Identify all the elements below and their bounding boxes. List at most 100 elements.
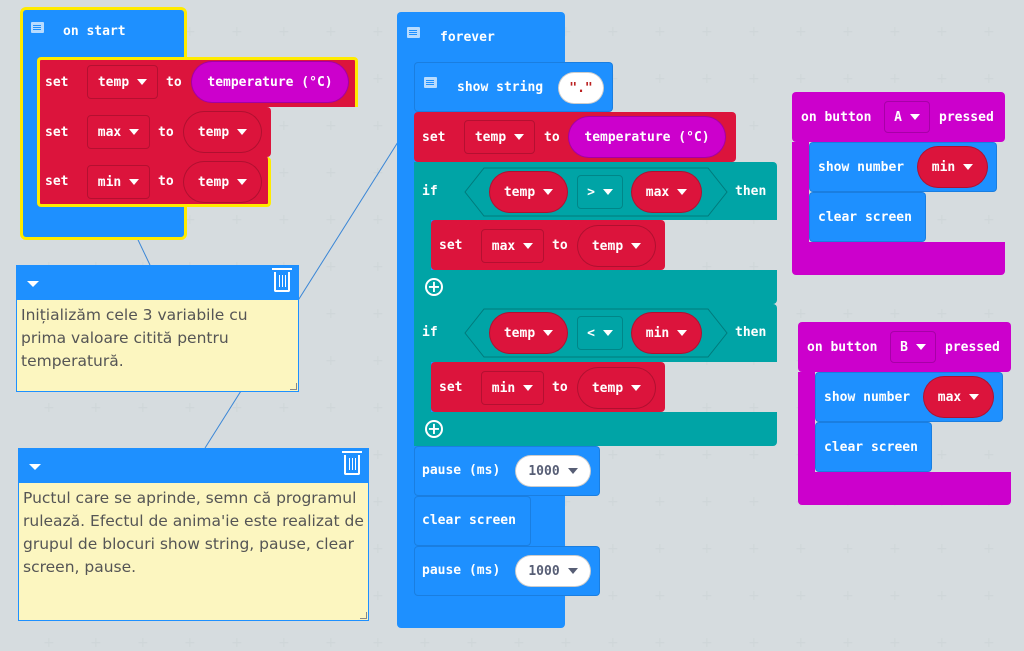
clear-screen-block[interactable] (815, 422, 932, 472)
comment-text[interactable]: Puctul care se aprinde, semn că programu… (23, 489, 364, 576)
trash-icon[interactable] (342, 451, 362, 475)
grid-mark: + (701, 541, 713, 557)
to-keyword: to (166, 75, 182, 90)
button-dropdown[interactable]: B (890, 331, 936, 363)
variable-dropdown[interactable]: max (481, 229, 544, 263)
on-start-label: on start (63, 24, 126, 39)
variable-dropdown[interactable]: min (481, 371, 544, 405)
temp-variable-reporter[interactable]: temp (183, 111, 262, 153)
grid-mark: + (325, 259, 337, 275)
max-variable-reporter[interactable]: max (923, 376, 994, 418)
pause-block[interactable] (414, 546, 600, 596)
grid-mark: + (701, 588, 713, 604)
grid-mark: + (701, 259, 713, 275)
comment-header[interactable] (17, 266, 298, 300)
grid-mark: + (748, 588, 760, 604)
comment-note[interactable]: Puctul care se aprinde, semn că programu… (18, 448, 369, 621)
on-button-label: on button (807, 340, 878, 355)
grid-mark: + (936, 212, 948, 228)
grid-mark: + (936, 24, 948, 40)
resize-handle-icon[interactable] (290, 383, 297, 390)
variable-dropdown[interactable]: max (87, 115, 150, 149)
grid-mark: + (278, 118, 290, 134)
add-else-icon[interactable]: + (425, 420, 443, 438)
collapse-icon[interactable] (27, 281, 39, 287)
grid-mark: + (184, 24, 196, 40)
operator-dropdown[interactable]: > (577, 175, 623, 209)
grid-mark: + (278, 400, 290, 416)
grid-mark: + (748, 71, 760, 87)
resize-handle-icon[interactable] (360, 612, 367, 619)
comment-text[interactable]: Inițializăm cele 3 variabile cu prima va… (21, 306, 248, 370)
grid-mark: + (184, 212, 196, 228)
grid-mark: + (372, 212, 384, 228)
grid-mark: + (607, 588, 619, 604)
grid-mark: + (325, 165, 337, 181)
clear-screen-block[interactable] (809, 192, 926, 242)
set-keyword: set (45, 75, 69, 90)
collapse-icon[interactable] (29, 464, 41, 470)
to-keyword: to (158, 174, 174, 189)
then-keyword: then (735, 325, 767, 340)
grid-mark: + (607, 447, 619, 463)
grid-mark: + (842, 24, 854, 40)
min-variable-reporter[interactable]: min (631, 312, 702, 354)
string-input[interactable]: "." (558, 72, 604, 104)
duration-dropdown[interactable]: 1000 (515, 455, 591, 487)
min-variable-reporter[interactable]: min (917, 146, 988, 188)
grid-mark: + (607, 24, 619, 40)
variable-dropdown[interactable]: temp (464, 120, 535, 154)
temp-variable-reporter[interactable]: temp (489, 171, 568, 213)
temp-variable-reporter[interactable]: temp (577, 367, 656, 409)
grid-mark: + (701, 71, 713, 87)
grid-mark: + (654, 494, 666, 510)
to-keyword: to (544, 130, 560, 145)
grid-mark: + (654, 447, 666, 463)
operator-dropdown[interactable]: < (577, 316, 623, 350)
grid-mark: + (936, 635, 948, 651)
comment-header[interactable] (19, 449, 368, 483)
button-dropdown[interactable]: A (884, 101, 930, 133)
add-else-icon[interactable]: + (425, 278, 443, 296)
grid-mark: + (137, 400, 149, 416)
max-variable-reporter[interactable]: max (631, 171, 702, 213)
temp-variable-reporter[interactable]: temp (489, 312, 568, 354)
grid-mark: + (372, 353, 384, 369)
variable-dropdown[interactable]: min (87, 165, 150, 199)
then-keyword: then (735, 184, 767, 199)
grid-mark: + (325, 635, 337, 651)
temperature-reporter[interactable]: temperature (°C) (568, 116, 726, 158)
grid-mark: + (325, 306, 337, 322)
grid-mark: + (795, 24, 807, 40)
grid-mark: + (654, 541, 666, 557)
duration-dropdown[interactable]: 1000 (515, 555, 591, 587)
grid-mark: + (936, 306, 948, 322)
grid-mark: + (607, 494, 619, 510)
grid-mark: + (748, 212, 760, 228)
grid-mark: + (466, 635, 478, 651)
grid-mark: + (748, 447, 760, 463)
temperature-reporter[interactable]: temperature (°C) (191, 61, 349, 103)
grid-mark: + (184, 400, 196, 416)
grid-mark: + (842, 588, 854, 604)
grid-mark: + (560, 588, 572, 604)
comment-icon[interactable] (31, 22, 44, 33)
grid-mark: + (795, 71, 807, 87)
comment-icon[interactable] (407, 27, 420, 38)
dropdown-arrow-icon (137, 79, 148, 85)
comment-icon[interactable] (424, 77, 437, 88)
comment-note[interactable]: Inițializăm cele 3 variabile cu prima va… (16, 265, 299, 392)
grid-mark: + (701, 212, 713, 228)
trash-icon[interactable] (272, 268, 292, 292)
pressed-label: pressed (945, 340, 1000, 355)
grid-mark: + (560, 635, 572, 651)
temp-variable-reporter[interactable]: temp (183, 161, 262, 203)
grid-mark: + (983, 588, 995, 604)
grid-mark: + (701, 400, 713, 416)
grid-mark: + (654, 24, 666, 40)
on-button-label: on button (801, 110, 872, 125)
temp-variable-reporter[interactable]: temp (577, 225, 656, 267)
clear-screen-block[interactable] (414, 496, 531, 546)
grid-mark: + (325, 353, 337, 369)
variable-dropdown[interactable]: temp (87, 65, 158, 99)
